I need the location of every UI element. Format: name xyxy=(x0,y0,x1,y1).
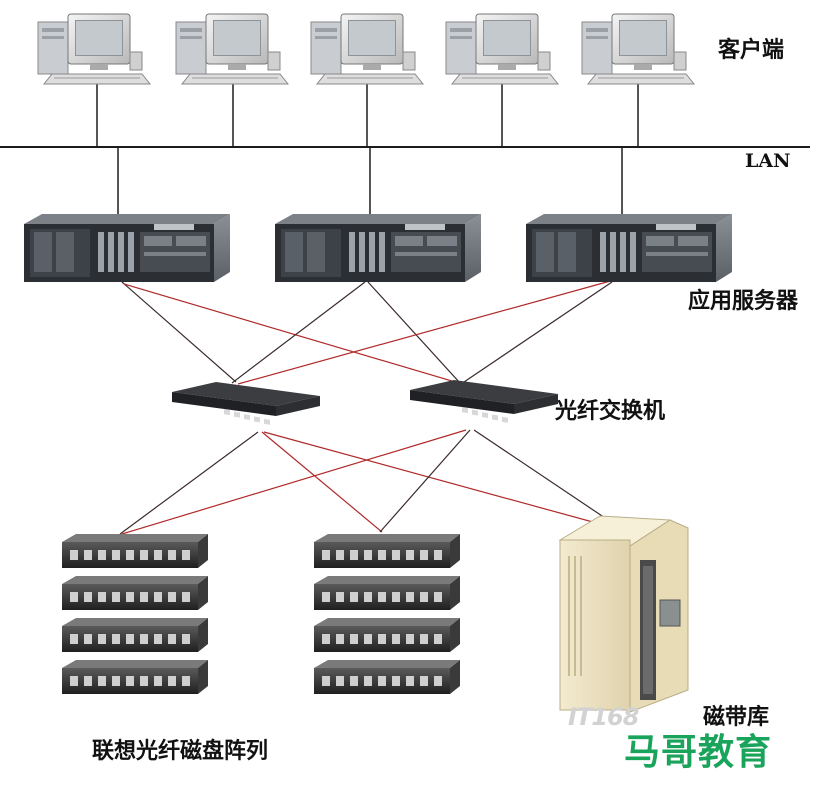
desktop-computer-icon xyxy=(581,13,695,85)
switch-group xyxy=(172,380,558,425)
disk-array-icon xyxy=(62,660,208,694)
disk-array-right xyxy=(314,534,460,694)
disk-array-icon xyxy=(314,618,460,652)
rack-server-icon xyxy=(526,214,732,282)
client-group xyxy=(37,13,695,85)
brand-watermark: 马哥教育 xyxy=(624,732,773,773)
desktop-computer-icon xyxy=(37,13,151,85)
clients-label: 客户端 xyxy=(718,37,785,63)
desktop-computer-icon xyxy=(445,13,559,85)
fiber-links-lower xyxy=(119,429,623,535)
rack-server-icon xyxy=(275,214,481,282)
disk-array-icon xyxy=(62,576,208,610)
desktop-computer-icon xyxy=(175,13,289,85)
disk-array-icon xyxy=(314,576,460,610)
tape-library-label: 磁带库 xyxy=(703,704,770,730)
site-logo-watermark: IT168 xyxy=(568,703,639,731)
rack-server-icon xyxy=(24,214,230,282)
server-group xyxy=(24,214,732,282)
disk-array-left xyxy=(62,534,208,694)
fiber-links-upper xyxy=(121,279,615,385)
disk-array-icon xyxy=(314,534,460,568)
lan-network xyxy=(0,84,810,214)
fiber-switch-icon xyxy=(172,382,320,425)
desktop-computer-icon xyxy=(310,13,424,85)
disk-array-icon xyxy=(62,618,208,652)
lan-label: LAN xyxy=(745,150,791,172)
switches-label: 光纤交换机 xyxy=(555,398,666,424)
tape-library-icon xyxy=(558,515,689,713)
disk-array-icon xyxy=(314,660,460,694)
fiber-switch-icon xyxy=(410,380,558,423)
disk-array-icon xyxy=(62,534,208,568)
servers-label: 应用服务器 xyxy=(688,288,799,314)
disk-arrays-label: 联想光纤磁盘阵列 xyxy=(92,738,269,764)
